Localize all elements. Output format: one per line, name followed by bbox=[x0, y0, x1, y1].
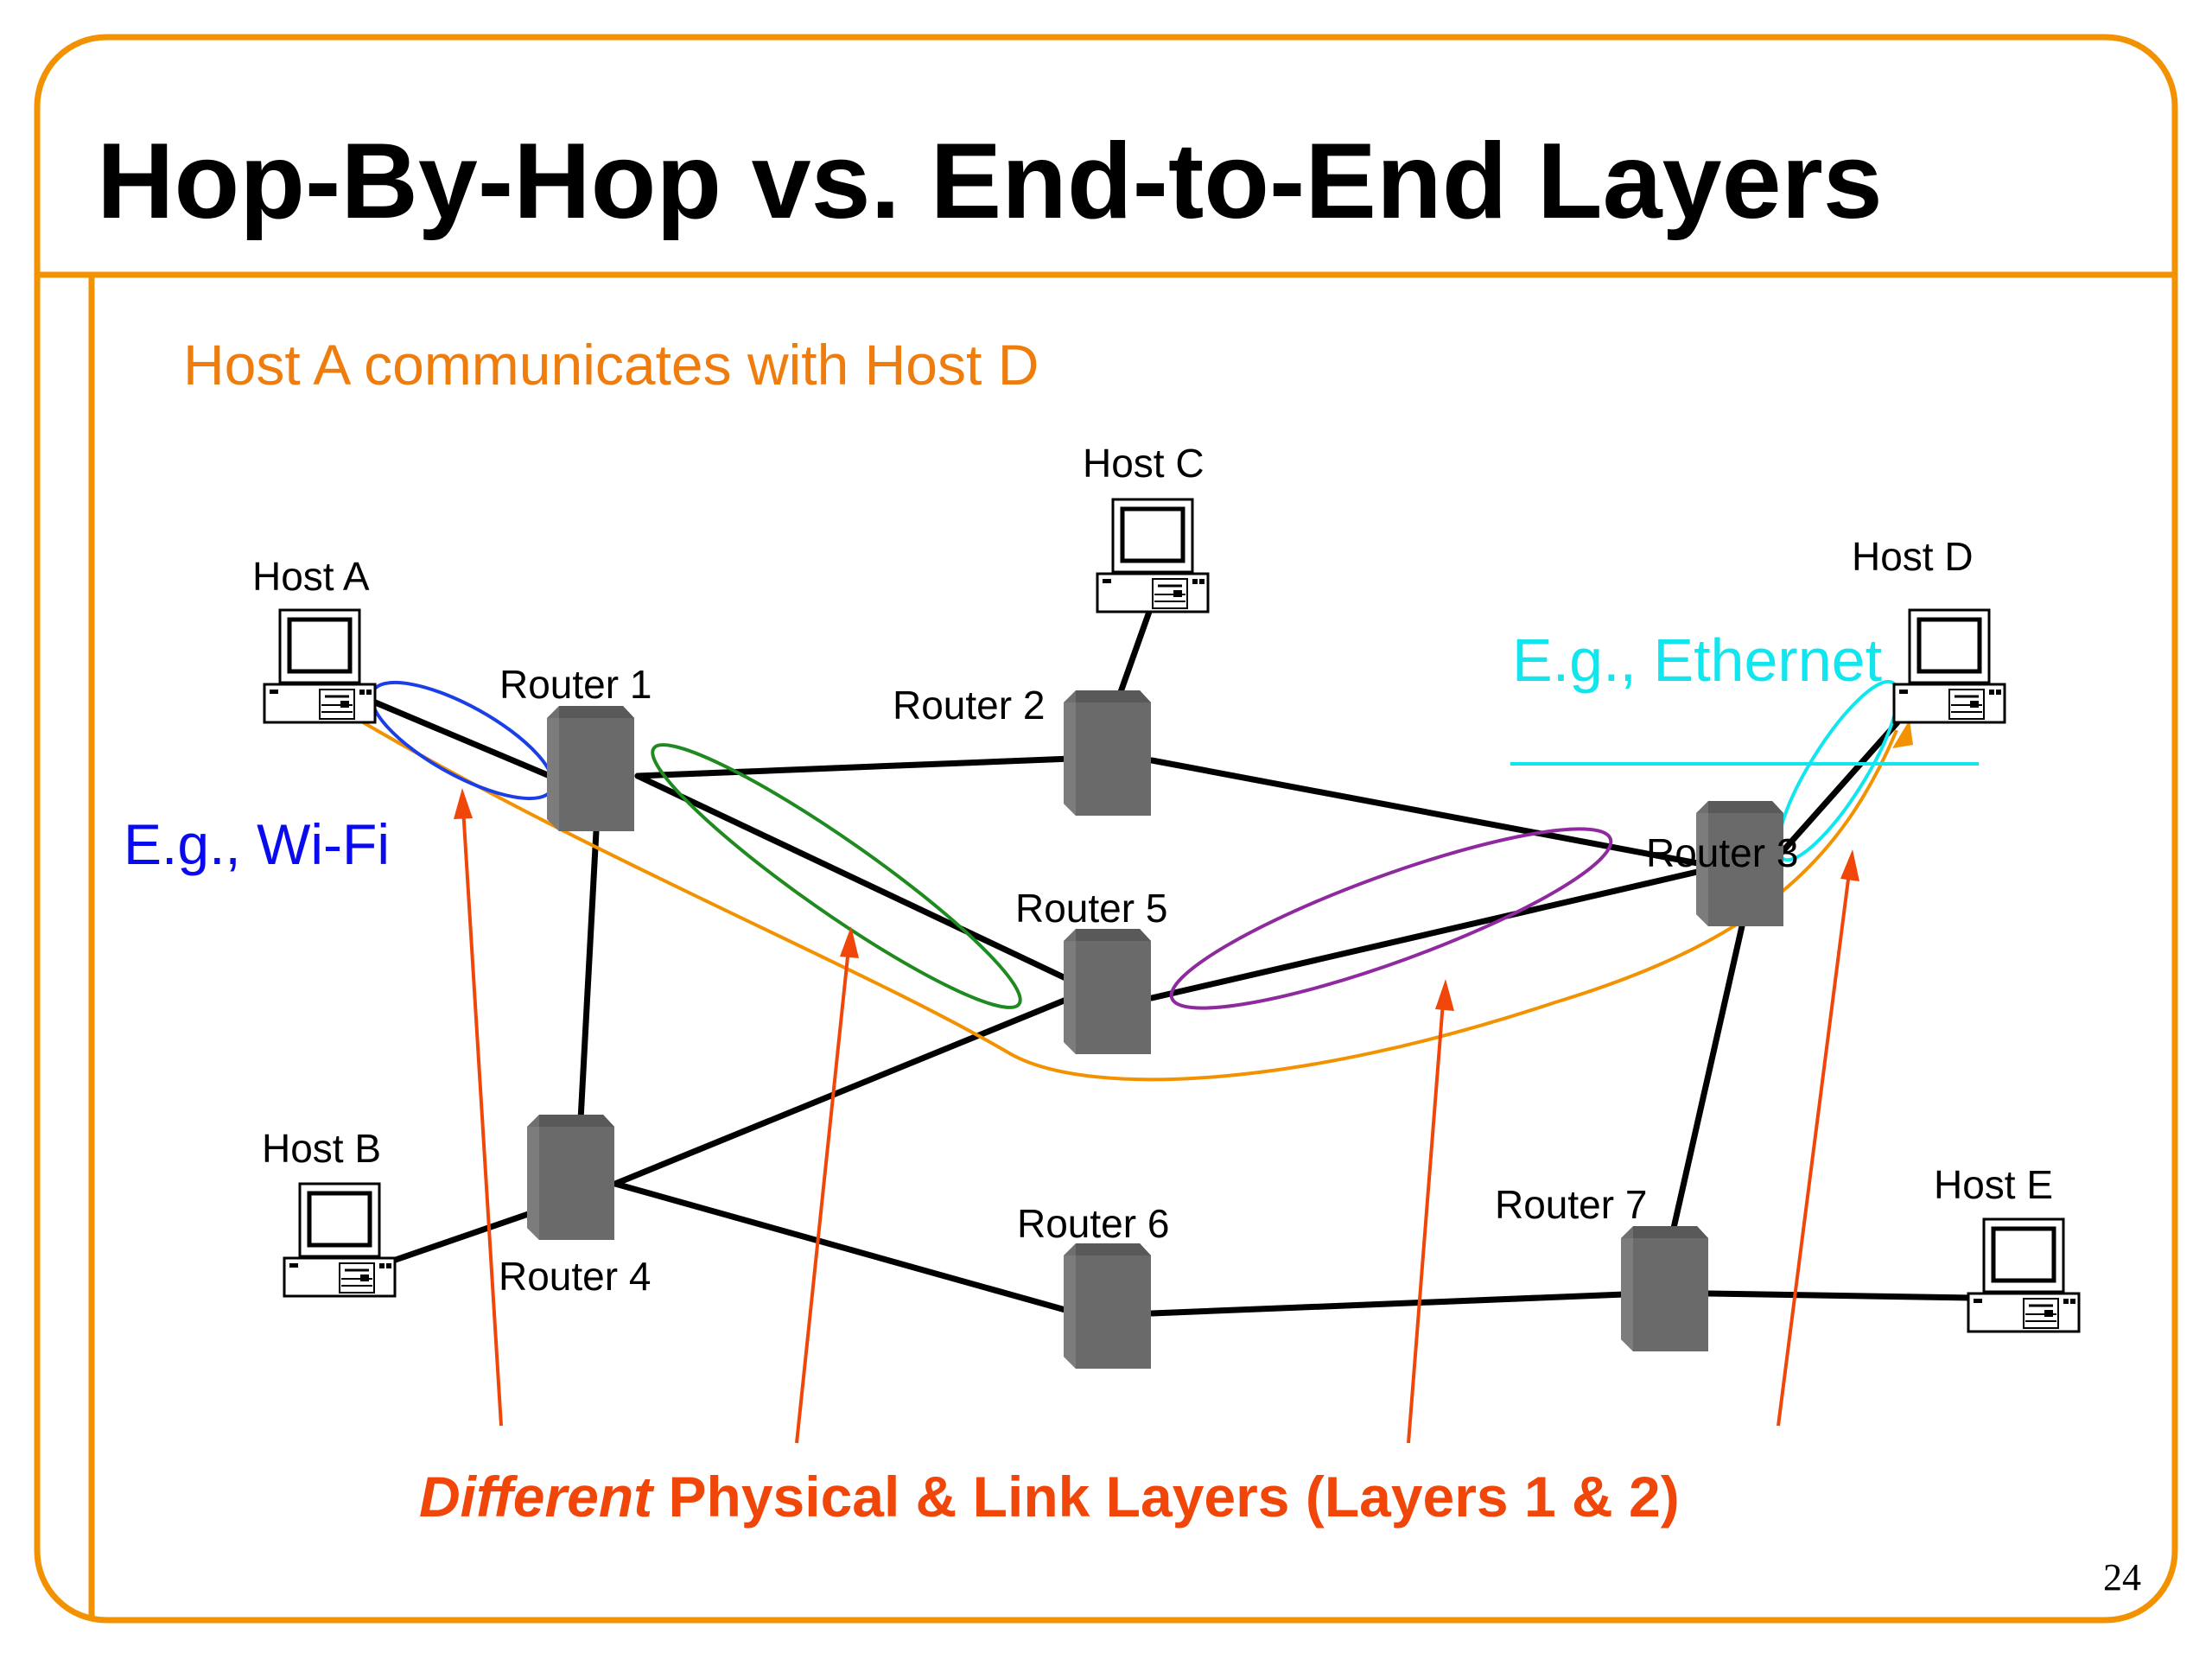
router-6[interactable]: Router 6 bbox=[1017, 1201, 1169, 1369]
pointer-arrow-purple bbox=[1407, 1001, 1445, 1444]
pointer-arrowhead-purple bbox=[1435, 979, 1454, 1011]
router-2[interactable]: Router 2 bbox=[893, 683, 1151, 816]
router-label: Router 4 bbox=[499, 1254, 651, 1299]
host-d[interactable]: Host D bbox=[1852, 534, 2006, 724]
router-label: Router 2 bbox=[893, 683, 1045, 728]
hop-r5-r3-ellipse bbox=[1169, 827, 1613, 1010]
slide-subtitle: Host A communicates with Host D bbox=[183, 333, 1039, 397]
router-label: Router 3 bbox=[1646, 830, 1798, 875]
router-label: Router 1 bbox=[499, 662, 652, 707]
router-icon bbox=[1064, 690, 1151, 816]
host-label: Host D bbox=[1852, 534, 1974, 579]
link-hostA-r1 bbox=[370, 698, 574, 788]
router-4[interactable]: Router 4 bbox=[499, 1115, 651, 1299]
host-a[interactable]: Host A bbox=[252, 554, 377, 724]
layers-caption: Different Physical & Link Layers (Layers… bbox=[419, 1465, 1680, 1529]
link-r6-r7 bbox=[1148, 1291, 1628, 1317]
router-5[interactable]: Router 5 bbox=[1015, 886, 1167, 1054]
caption-emphasis: Different bbox=[419, 1465, 655, 1529]
link-r1-r2 bbox=[634, 755, 1075, 779]
computer-icon bbox=[1967, 1217, 2081, 1333]
router-icon bbox=[1621, 1226, 1708, 1351]
host-b[interactable]: Host B bbox=[262, 1126, 397, 1298]
pointer-arrowhead-ethernet bbox=[1840, 849, 1859, 881]
page-number: 24 bbox=[2103, 1556, 2141, 1599]
link-r3-r7 bbox=[1669, 923, 1745, 1239]
link-r5-r3 bbox=[1148, 867, 1708, 1001]
link-r1-r5 bbox=[634, 772, 1084, 988]
link-r2-r3 bbox=[1148, 757, 1706, 868]
slide-frame bbox=[34, 34, 2178, 1624]
pointer-arrow-ethernet bbox=[1777, 872, 1851, 1427]
link-r2-hostC bbox=[1114, 608, 1153, 705]
hop-r1-r5-ellipse bbox=[651, 743, 1022, 1009]
link-r4-r6 bbox=[612, 1180, 1075, 1315]
host-c[interactable]: Host C bbox=[1083, 441, 1210, 613]
router-label: Router 6 bbox=[1017, 1201, 1169, 1246]
host-label: Host A bbox=[252, 554, 370, 599]
router-3[interactable]: Router 3 bbox=[1646, 801, 1798, 926]
router-icon bbox=[527, 1115, 614, 1240]
caption-rest: Physical & Link Layers (Layers 1 & 2) bbox=[652, 1465, 1680, 1529]
router-label: Router 5 bbox=[1015, 886, 1167, 931]
ethernet-label: E.g., Ethernet bbox=[1512, 626, 1882, 694]
end-to-end-arrowhead bbox=[1892, 720, 1913, 748]
router-icon bbox=[547, 706, 634, 831]
router-icon bbox=[1064, 1243, 1151, 1369]
computer-icon bbox=[1096, 498, 1210, 613]
host-label: Host E bbox=[1934, 1162, 2053, 1207]
slide-title: Hop-By-Hop vs. End-to-End Layers bbox=[97, 122, 1883, 241]
host-e[interactable]: Host E bbox=[1934, 1162, 2081, 1333]
network-links bbox=[370, 608, 1976, 1317]
layer-pointer-arrows bbox=[454, 788, 1859, 1444]
router-icon bbox=[1696, 801, 1783, 926]
link-r4-hostB bbox=[387, 1206, 544, 1265]
link-r7-hostE bbox=[1705, 1290, 1976, 1301]
computer-icon bbox=[1892, 608, 2006, 724]
wifi-label: E.g., Wi-Fi bbox=[124, 812, 390, 876]
computer-icon bbox=[283, 1182, 397, 1298]
pointer-arrow-wifi bbox=[461, 807, 503, 1427]
link-r5-r4 bbox=[612, 992, 1080, 1187]
host-label: Host B bbox=[262, 1126, 381, 1171]
router-1[interactable]: Router 1 bbox=[499, 662, 652, 831]
router-label: Router 7 bbox=[1495, 1182, 1647, 1227]
host-label: Host C bbox=[1083, 441, 1205, 486]
router-7[interactable]: Router 7 bbox=[1495, 1182, 1708, 1351]
pointer-arrowhead-green bbox=[840, 926, 859, 958]
pointer-arrowhead-wifi bbox=[454, 788, 473, 819]
pointer-arrow-green bbox=[795, 948, 850, 1444]
computer-icon bbox=[263, 608, 377, 724]
router-icon bbox=[1064, 929, 1151, 1054]
link-r3-hostD bbox=[1768, 719, 1901, 868]
network-nodes: Host A Host B Host C Host D Host E Router 1 Ro… bbox=[252, 441, 2081, 1369]
